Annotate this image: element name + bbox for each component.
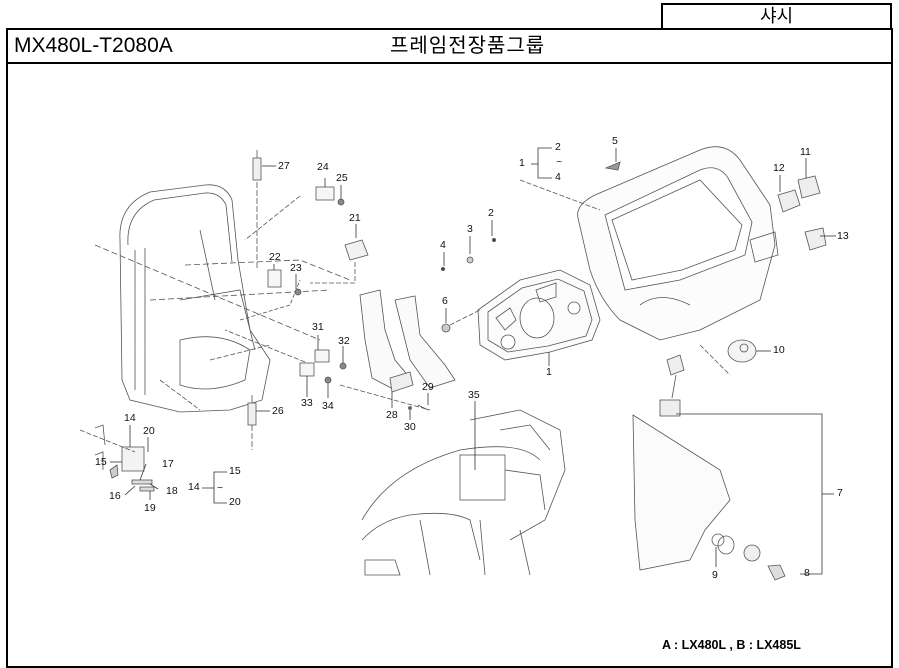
callout-14-fusebox: 14 (124, 412, 136, 424)
callout-10: 10 (773, 344, 785, 356)
callout-23: 23 (290, 262, 302, 274)
callout-28: 28 (386, 409, 398, 421)
key-switch-illustration (699, 339, 757, 376)
switches-11-12-13-illustration (777, 175, 827, 251)
callout-25: 25 (336, 172, 348, 184)
callout-24: 24 (317, 161, 329, 173)
callout-8: 8 (804, 567, 810, 579)
callout-35: 35 (468, 389, 480, 401)
callout-7: 7 (837, 487, 843, 499)
callout-20-fusebox: 20 (143, 425, 155, 437)
range-separator-14: ~ (217, 482, 224, 494)
callout-12: 12 (773, 162, 785, 174)
callout-33: 33 (301, 397, 313, 409)
tractor-view-illustration (361, 409, 566, 576)
title-row: MX480L-T2080A 프레임전장품그룹 (8, 30, 891, 64)
pedal-bracket-illustration (339, 289, 456, 411)
frame-housing-illustration (94, 184, 351, 413)
instrument-cluster-illustration (440, 237, 601, 361)
callout-1: 1 (546, 366, 552, 378)
dash-panel-illustration (519, 146, 779, 341)
callout-15-group: 15 (229, 465, 241, 477)
callout-2-group: 2 (555, 141, 561, 153)
leader-lines (110, 147, 836, 575)
callout-5: 5 (612, 135, 618, 147)
range-separator-1: ~ (556, 156, 563, 168)
callout-2: 2 (488, 207, 494, 219)
callout-19: 19 (144, 502, 156, 514)
callout-26: 26 (272, 405, 284, 417)
callout-29: 29 (422, 381, 434, 393)
callout-21: 21 (349, 212, 361, 224)
callout-31: 31 (312, 321, 324, 333)
callout-6: 6 (442, 295, 448, 307)
callout-15-fusebox: 15 (95, 456, 107, 468)
callout-16: 16 (109, 490, 121, 502)
callout-22: 22 (269, 251, 281, 263)
callout-30: 30 (404, 421, 416, 433)
callout-14-group: 14 (188, 481, 200, 493)
callout-32: 32 (338, 335, 350, 347)
model-code: MX480L-T2080A (14, 34, 173, 57)
section-label: 샤시 (759, 6, 794, 27)
callout-11: 11 (800, 146, 811, 158)
callout-4-group: 4 (555, 171, 561, 183)
switch-21-illustration (310, 239, 369, 284)
callout-20-group: 20 (229, 496, 241, 508)
side-panel-illustration (632, 354, 786, 581)
callout-3: 3 (467, 223, 473, 235)
callout-1-group: 1 (519, 157, 525, 169)
sensor-illustrations (247, 150, 262, 450)
model-variant-legend: A : LX480L , B : LX485L (662, 638, 801, 652)
callout-17: 17 (162, 458, 174, 470)
callout-34: 34 (322, 400, 334, 412)
relay-illustrations (224, 186, 347, 384)
callout-9: 9 (712, 569, 718, 581)
fuse-box-illustration (79, 424, 155, 492)
callout-18: 18 (166, 485, 178, 497)
callout-27: 27 (278, 160, 290, 172)
page-title: 프레임전장품그룹 (390, 33, 546, 57)
callout-13: 13 (837, 230, 849, 242)
section-label-box: 샤시 (661, 3, 892, 28)
callout-4: 4 (440, 239, 446, 251)
